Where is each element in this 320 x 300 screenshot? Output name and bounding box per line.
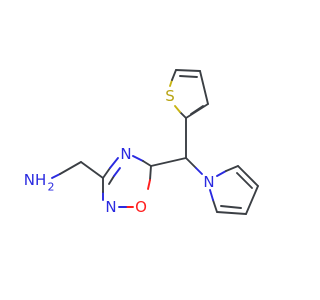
bond-c3-n4-dbl-a [108, 175, 115, 185]
oxadiazole-n4-label: N [120, 145, 131, 163]
atom-labels: NH 2 N N O N S [24, 87, 215, 216]
molecule-structure: NH 2 N N O N S [24, 69, 259, 216]
oxadiazole-o1-label: O [135, 198, 147, 216]
bond-th-s-c5-b [171, 69, 177, 81]
oxadiazole-n2-label: N [105, 198, 116, 216]
bond-ch2-c3 [80, 161, 104, 179]
bond-amine-ch2 [59, 161, 82, 175]
bond-c3-n4-dbl-b [113, 167, 121, 177]
bond-py-c2-c3-dbl [236, 172, 253, 189]
bond-th-c2-s-b [174, 105, 181, 113]
bond-py-n-c2-a [216, 170, 227, 177]
bond-c5-o1-b [147, 179, 151, 190]
bond-th-c2-s-a [179, 111, 187, 119]
pyrrole-n-label: N [203, 173, 214, 191]
bond-py-c2-c3 [237, 165, 259, 187]
bond-py-c3-c4 [245, 185, 259, 215]
molecule-canvas: NH 2 N N O N S [24, 69, 259, 216]
bonds [51, 69, 259, 215]
bond-py-c5-n-a [212, 199, 218, 213]
bond-c3-n4-a [102, 167, 111, 179]
bond-n4-c5-b [142, 160, 152, 167]
amine-nh-label: NH [24, 171, 47, 189]
bond-th-c5-c4 [175, 69, 201, 72]
bond-py-c5-n-b [209, 189, 214, 201]
bond-ch-pyrrole-n-a [185, 157, 197, 169]
bond-py-c4-c5 [216, 211, 247, 215]
bond-th-c2-c3-dbl [190, 105, 204, 115]
bond-c3-n4-b [109, 157, 119, 169]
bond-th-s-c5-a [169, 79, 173, 87]
bond-c5-ch [150, 157, 187, 167]
thiophene-s-label: S [165, 87, 175, 105]
bond-amine-ch2-n [51, 173, 61, 179]
bond-py-c4-c5-dbl [220, 205, 242, 209]
bond-ch-pyrrole-n-b [195, 167, 203, 175]
bond-th-c5-c4-dbl [179, 75, 198, 78]
amine-subscript-label: 2 [48, 181, 55, 194]
bond-n4-c5-a [132, 155, 144, 162]
bond-py-n-c2-b [225, 165, 239, 172]
bond-th-c4-c3 [199, 70, 209, 105]
bond-c5-o1-a [149, 165, 152, 181]
